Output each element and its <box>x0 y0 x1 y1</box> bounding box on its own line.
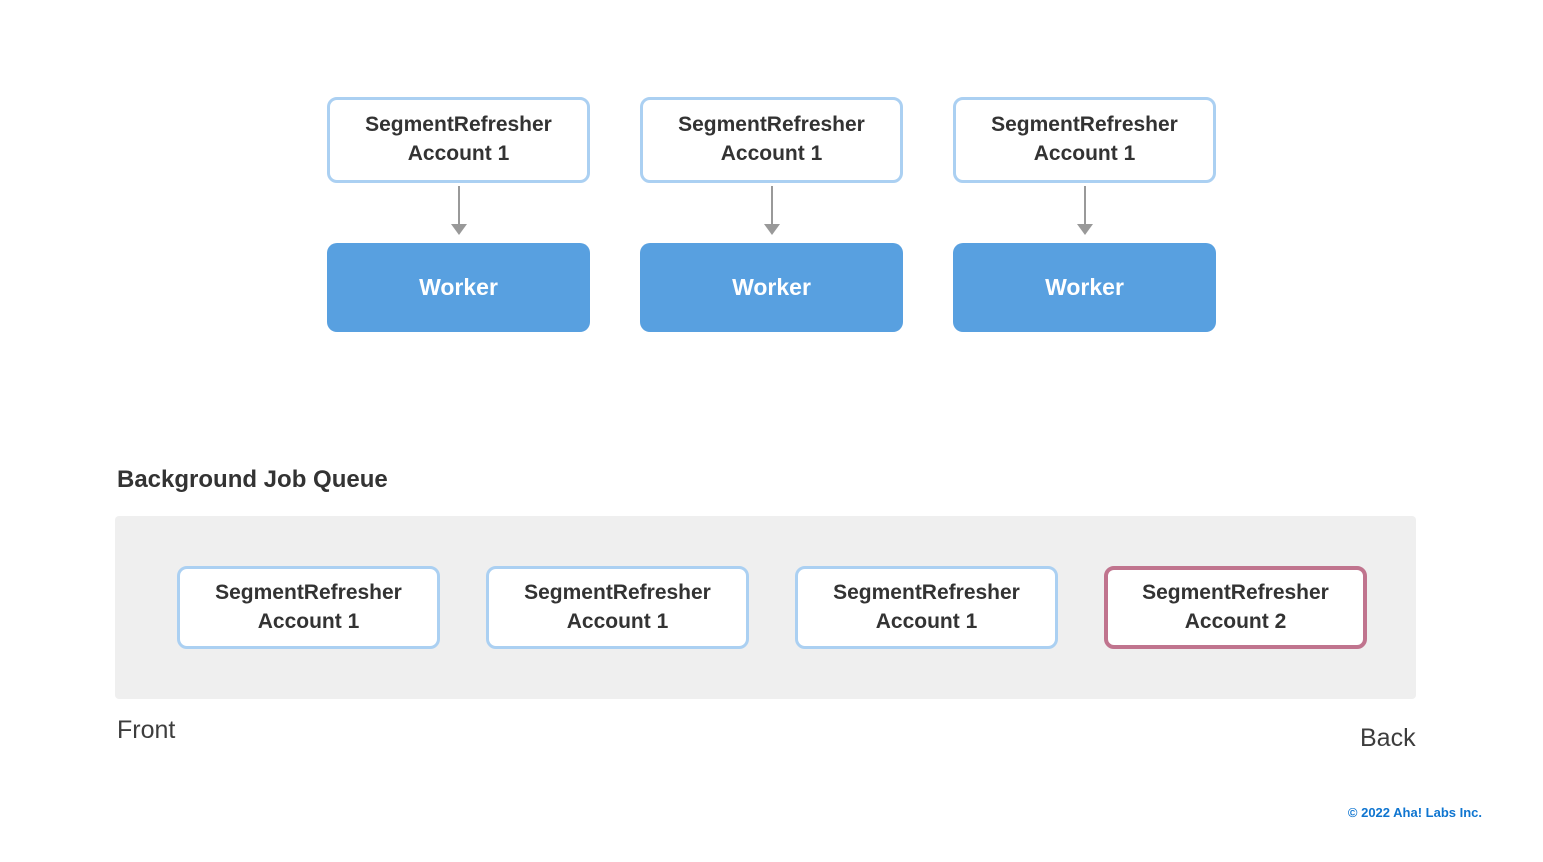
worker-box: Worker <box>327 243 590 332</box>
worker-box: Worker <box>953 243 1216 332</box>
queue-item-label-line2: Account 1 <box>875 609 978 633</box>
job-box: SegmentRefresher Account 1 <box>953 97 1216 183</box>
queue-item-label-line1: SegmentRefresher <box>833 580 1020 604</box>
job-box: SegmentRefresher Account 1 <box>327 97 590 183</box>
down-arrow-icon <box>763 183 780 243</box>
worker-box-label: Worker <box>419 274 498 300</box>
worker-column-2: SegmentRefresher Account 1 Worker <box>640 97 903 332</box>
down-arrow-icon <box>450 183 467 243</box>
queue-container: SegmentRefresher Account 1 SegmentRefres… <box>115 516 1416 699</box>
queue-item-4: SegmentRefresher Account 2 <box>1104 566 1367 649</box>
job-box-label-line1: SegmentRefresher <box>678 113 865 137</box>
job-box-label-line2: Account 1 <box>407 142 510 165</box>
arrow-head <box>763 224 780 235</box>
queue-item-1: SegmentRefresher Account 1 <box>177 566 440 649</box>
queue-item-label-line2: Account 1 <box>257 609 360 633</box>
job-box-label-line2: Account 1 <box>720 142 823 165</box>
arrow-line <box>1083 186 1086 224</box>
queue-item-label-line1: SegmentRefresher <box>1142 580 1329 604</box>
job-box-label-line2: Account 1 <box>1033 142 1136 165</box>
queue-back-label: Back <box>1360 724 1416 752</box>
job-box-label-line1: SegmentRefresher <box>991 113 1178 137</box>
worker-column-1: SegmentRefresher Account 1 Worker <box>327 97 590 332</box>
down-arrow-icon <box>1076 183 1093 243</box>
queue-item-label-line1: SegmentRefresher <box>215 580 402 604</box>
job-box: SegmentRefresher Account 1 <box>640 97 903 183</box>
worker-box: Worker <box>640 243 903 332</box>
queue-item-label-line2: Account 2 <box>1184 609 1287 633</box>
queue-item-2: SegmentRefresher Account 1 <box>486 566 749 649</box>
queue-item-label-line1: SegmentRefresher <box>524 580 711 604</box>
queue-title: Background Job Queue <box>117 466 388 493</box>
arrow-line <box>457 186 460 224</box>
job-box-label-line1: SegmentRefresher <box>365 113 552 137</box>
queue-item-3: SegmentRefresher Account 1 <box>795 566 1058 649</box>
queue-item-label-line2: Account 1 <box>566 609 669 633</box>
workers-row: SegmentRefresher Account 1 Worker Segmen… <box>327 97 1216 332</box>
worker-box-label: Worker <box>732 274 811 300</box>
worker-box-label: Worker <box>1045 274 1124 300</box>
worker-column-3: SegmentRefresher Account 1 Worker <box>953 97 1216 332</box>
queue-front-label: Front <box>117 716 176 744</box>
arrow-line <box>770 186 773 224</box>
copyright-text: © 2022 Aha! Labs Inc. <box>1347 805 1482 820</box>
arrow-head <box>450 224 467 235</box>
arrow-head <box>1076 224 1093 235</box>
